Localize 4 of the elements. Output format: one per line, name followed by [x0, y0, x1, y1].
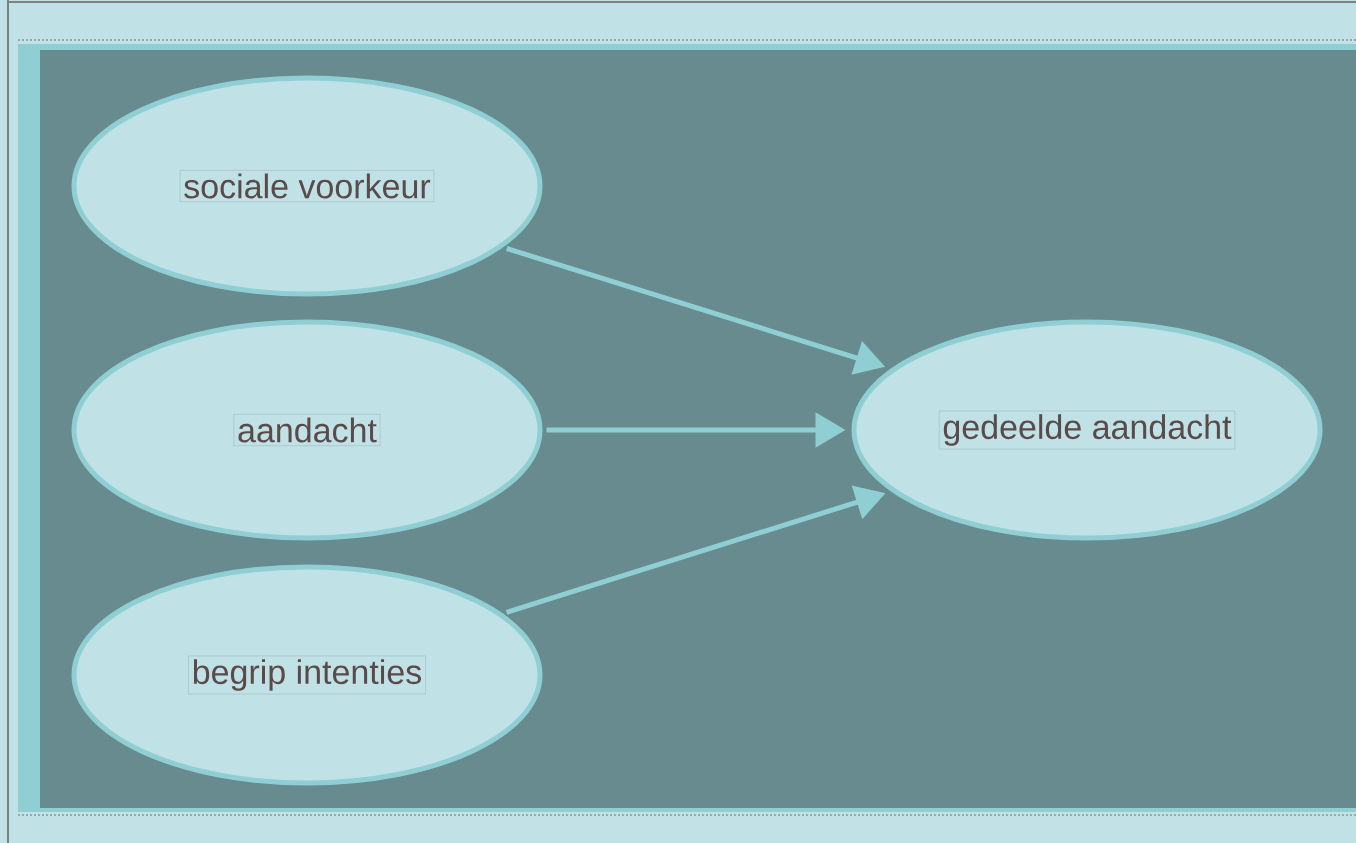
- ellipse-node: sociale voorkeur: [71, 75, 543, 297]
- ellipse-node: aandacht: [71, 319, 543, 541]
- ellipse-node: gedeelde aandacht: [851, 319, 1323, 541]
- ellipse-node: begrip intenties: [71, 564, 543, 786]
